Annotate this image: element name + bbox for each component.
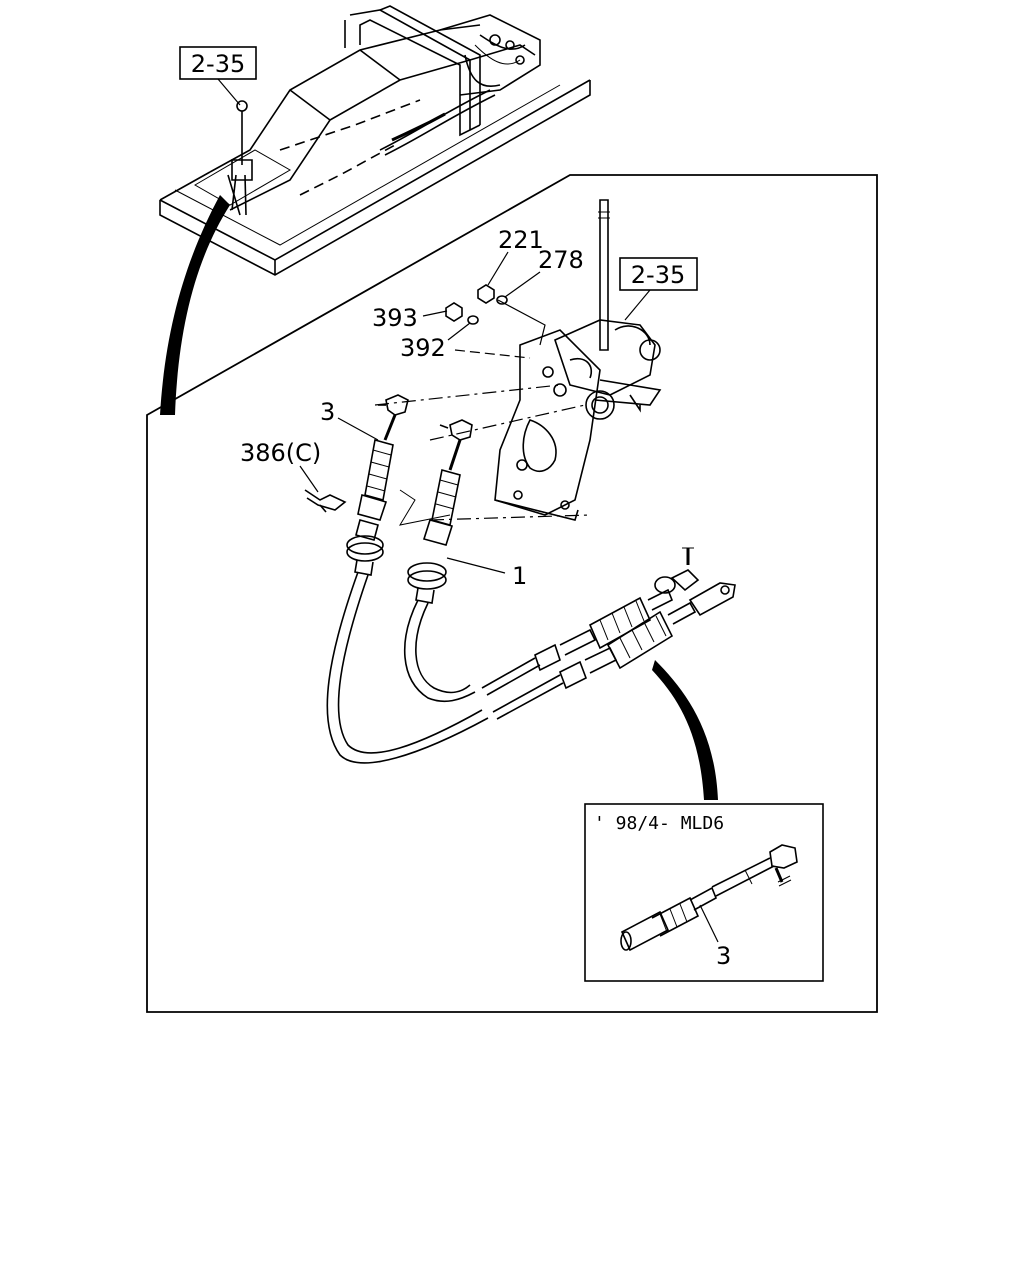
washer-392	[467, 315, 479, 325]
inset-callout-3: 3	[716, 942, 731, 970]
shift-cable-1	[403, 419, 541, 703]
ref-label-top: 2-35	[191, 50, 245, 78]
ref-label-right: 2-35	[631, 261, 685, 289]
callout-221: 221	[498, 226, 544, 254]
inset-title: ' 98/4- MLD6	[594, 813, 724, 834]
cable-break-markers	[398, 489, 451, 526]
callout-3: 3	[320, 398, 335, 426]
callout-393: 393	[372, 304, 418, 332]
variant-inset: ' 98/4- MLD6 3	[584, 803, 824, 982]
callout-278: 278	[538, 246, 584, 274]
nut-393	[445, 302, 463, 322]
hardware-parts	[445, 284, 508, 325]
vehicle-floor-overview	[159, 5, 591, 276]
callout-386c: 386(C)	[240, 439, 321, 467]
callout-392: 392	[400, 334, 446, 362]
detail-frame	[146, 174, 878, 1013]
detail-arrow-left	[160, 195, 230, 415]
callout-1: 1	[512, 562, 527, 590]
reference-box-top: 2-35	[179, 46, 257, 106]
washer-278	[496, 295, 508, 305]
reference-box-right: 2-35	[619, 257, 698, 321]
callouts: 221 278 393 392 3 386(C) 1	[240, 226, 584, 590]
shift-lever-bracket	[374, 199, 662, 521]
cable-transmission-ends	[534, 547, 736, 690]
nut-221	[477, 284, 495, 304]
detail-arrow-right	[652, 660, 718, 800]
clip-386c	[304, 489, 347, 513]
shift-cable-3	[326, 394, 564, 764]
